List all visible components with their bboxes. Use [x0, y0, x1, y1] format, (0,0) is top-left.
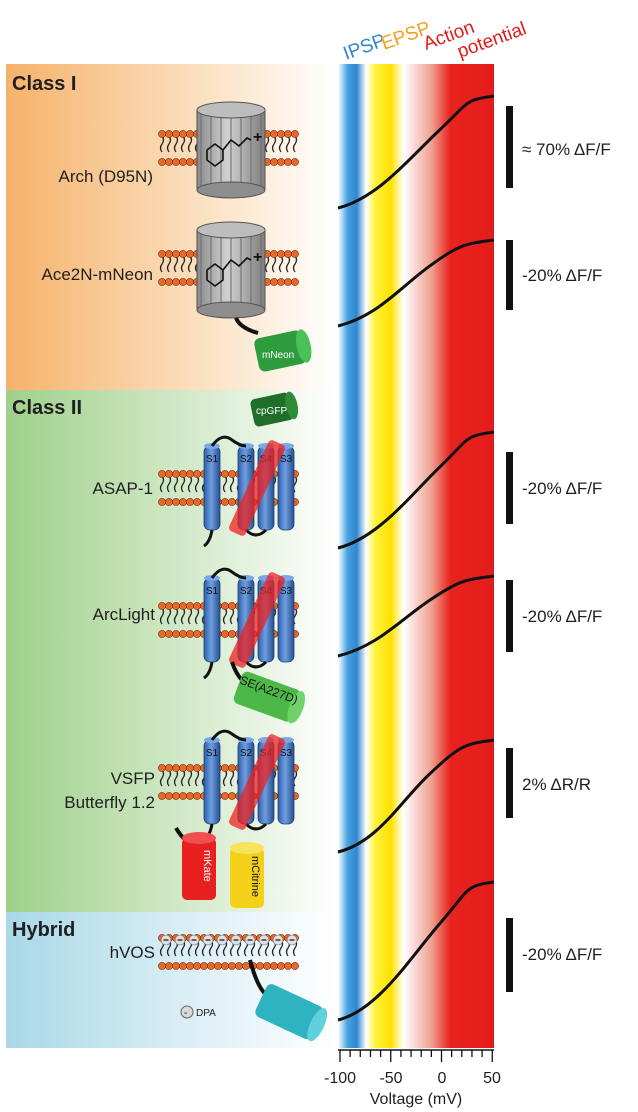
signal-label: -20% ΔF/F — [522, 945, 602, 964]
dpa-molecule — [202, 934, 214, 946]
vsd: S1S2S4S3 — [203, 567, 295, 680]
s4-helix — [229, 440, 285, 536]
axis-title: Voltage (mV) — [370, 1091, 462, 1108]
cpgfp-barrel: cpGFP — [250, 391, 299, 427]
signal-label: -20% ΔF/F — [522, 479, 602, 498]
svg-text:cpGFP: cpGFP — [256, 406, 287, 417]
scale-bars: ≈ 70% ΔF/F -20% ΔF/F -20% ΔF/F -20% ΔF/F… — [506, 106, 611, 992]
class-i-label: Class I — [12, 73, 76, 95]
voltage-sensing-domains: S1S2S4S3S1S2S4S3S1S2S4S3 — [203, 435, 295, 842]
voltage-spectrum — [338, 64, 494, 1048]
segment-label: S2 — [240, 748, 253, 759]
dpa-legend: - DPA — [180, 1005, 216, 1019]
vsd: S1S2S4S3 — [203, 729, 295, 842]
response-curve — [337, 880, 495, 1022]
response-curve — [337, 94, 495, 210]
dpa-molecule — [160, 934, 172, 946]
response-curve — [337, 430, 495, 550]
indicator-name: hVOS — [110, 943, 155, 962]
voltage-axis: -100 -50 0 50 Voltage (mV) — [324, 1049, 501, 1108]
segment-label: S1 — [206, 454, 219, 465]
tick-label: -50 — [379, 1070, 402, 1087]
svg-text:-: - — [184, 1008, 187, 1019]
segment-label: S3 — [280, 748, 293, 759]
tick-label: 0 — [438, 1070, 447, 1087]
dpa-molecule — [258, 934, 270, 946]
tick-label: 50 — [483, 1070, 501, 1087]
svg-text:mNeon: mNeon — [262, 350, 294, 361]
svg-text:mCitrine: mCitrine — [249, 856, 261, 897]
segment-label: S3 — [280, 586, 293, 597]
hybrid-label: Hybrid — [12, 919, 75, 941]
dpa-molecule — [244, 934, 256, 946]
hvos-barrel — [248, 959, 328, 1042]
vsd: S1S2S4S3 — [203, 435, 295, 548]
segment-label: S1 — [206, 748, 219, 759]
svg-text:DPA: DPA — [196, 1008, 216, 1019]
indicator-name: Arch (D95N) — [59, 167, 153, 186]
scale-bar — [506, 106, 513, 188]
dpa-molecule — [230, 934, 242, 946]
mneon-barrel: mNeon — [234, 317, 312, 372]
scale-bar — [506, 580, 513, 652]
indicator-name: VSFP — [111, 769, 155, 788]
segment-label: S1 — [206, 586, 219, 597]
response-curve — [337, 238, 495, 328]
dpa-molecule — [188, 934, 200, 946]
tick-label: -100 — [324, 1070, 356, 1087]
indicator-name: ArcLight — [93, 605, 156, 624]
response-curve — [337, 738, 495, 854]
dpa-molecule — [174, 934, 186, 946]
svg-text:+: + — [253, 249, 262, 266]
indicator-name: ASAP-1 — [93, 479, 153, 498]
dpa-molecule — [286, 934, 298, 946]
signal-label: 2% ΔR/R — [522, 775, 591, 794]
s4-helix — [229, 734, 285, 830]
rhodopsin-channel: + — [196, 221, 266, 319]
rhodopsin-channels: ++ — [196, 101, 266, 319]
signal-label: -20% ΔF/F — [522, 607, 602, 626]
svg-text:+: + — [253, 129, 262, 146]
dpa-molecule — [272, 934, 284, 946]
scale-bar — [506, 748, 513, 818]
rhodopsin-channel: + — [196, 101, 266, 199]
class-ii-label: Class II — [12, 397, 82, 419]
segment-label: S2 — [240, 586, 253, 597]
scale-bar — [506, 452, 513, 524]
response-curves — [337, 94, 495, 1022]
dpa-molecule — [216, 934, 228, 946]
indicator-name: Butterfly 1.2 — [64, 793, 155, 812]
segment-label: S3 — [280, 454, 293, 465]
mcitrine-barrel: mCitrine — [230, 842, 264, 908]
svg-text:mKate: mKate — [201, 850, 213, 882]
indicator-name: Ace2N-mNeon — [42, 265, 154, 284]
mkate-barrel: mKate — [174, 826, 216, 900]
scale-bar — [506, 918, 513, 992]
signal-label: -20% ΔF/F — [522, 266, 602, 285]
segment-label: S2 — [240, 454, 253, 465]
header-labels: IPSP EPSP Action potential — [341, 17, 530, 65]
signal-label: ≈ 70% ΔF/F — [522, 140, 611, 159]
response-curve — [337, 574, 495, 658]
scale-bar — [506, 240, 513, 310]
s4-helix — [229, 572, 285, 668]
